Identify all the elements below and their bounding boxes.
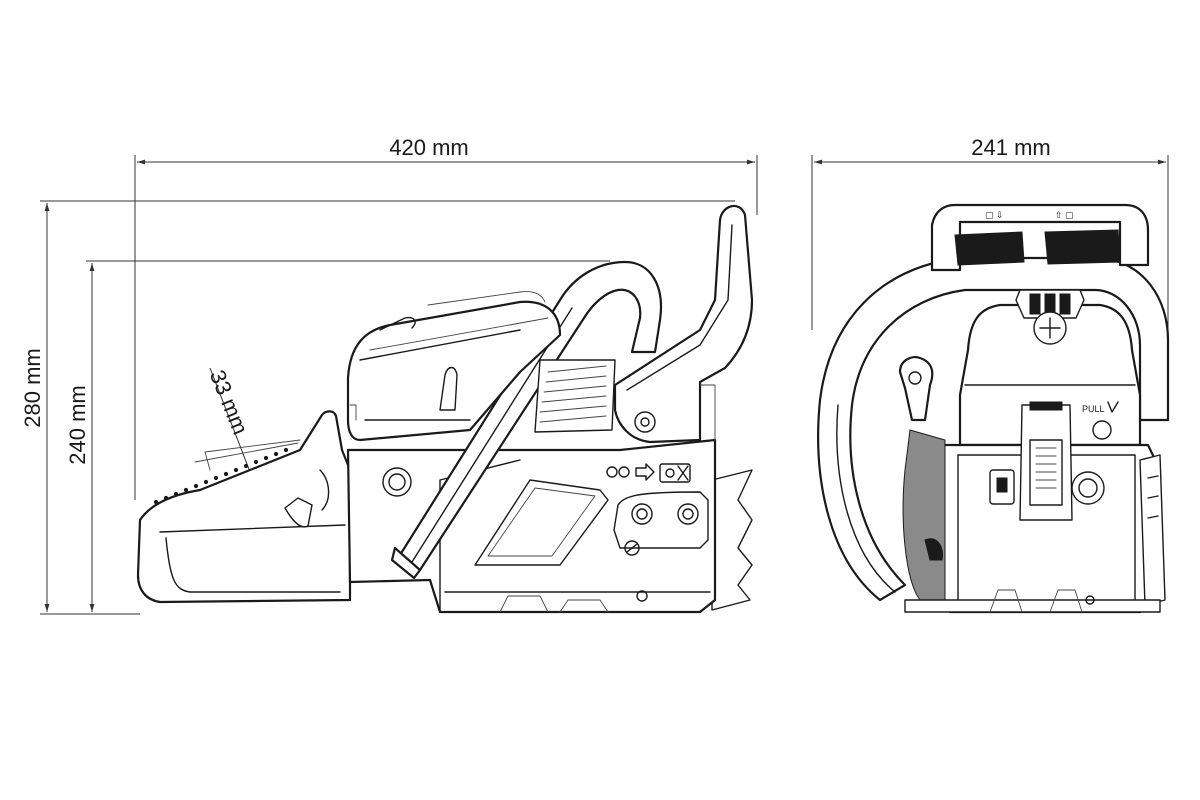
starter-grip (1029, 401, 1063, 411)
throttle-trigger (284, 497, 313, 528)
dimension-front-width: 241 mm (811, 135, 1169, 400)
svg-text:▢ ⇩: ▢ ⇩ (985, 210, 1004, 220)
front-top-cover (958, 303, 1142, 447)
brake-pad-right (1044, 229, 1121, 265)
front-hand-guard (930, 203, 1150, 272)
rear-handle (136, 410, 352, 604)
side-knob (898, 356, 934, 422)
primer-ribs (1035, 447, 1057, 489)
fuel-primer (1029, 439, 1063, 506)
side-muffler (902, 429, 946, 601)
front-handle-ring (817, 256, 1170, 602)
front-base (904, 599, 1161, 613)
screw-left (382, 467, 412, 497)
handle-end-cap (390, 546, 422, 580)
screw-guard (634, 411, 656, 433)
chainsaw-front-view: ▢ ⇩ ⇧ ▢ PULL (817, 203, 1170, 614)
dimension-side-length: 420 mm (134, 135, 758, 500)
oil-cap (1071, 471, 1105, 505)
clutch-cover (474, 479, 609, 566)
dimension-total-height: 280 mm (20, 200, 735, 615)
handle-diameter-label: 33 mm (205, 366, 253, 438)
bar-nut-1 (631, 503, 653, 525)
guide-bar-stub (711, 469, 753, 611)
hand-guard (613, 204, 754, 444)
chain-direction-symbols (606, 463, 691, 483)
brake-pad-left (954, 231, 1025, 266)
total-height-label: 280 mm (20, 348, 45, 427)
front-width-label: 241 mm (971, 135, 1050, 160)
pull-label: PULL (1082, 404, 1105, 414)
bar-mount-plate (613, 491, 709, 549)
dimension-body-height: 240 mm (65, 260, 610, 612)
grip-dots (153, 447, 289, 505)
tension-screw (624, 540, 640, 556)
chainsaw-side-view (136, 204, 754, 614)
cooling-fins (534, 359, 616, 433)
body-height-label: 240 mm (65, 385, 90, 464)
bar-nut-2 (677, 503, 699, 525)
choke-lever (439, 366, 458, 411)
side-length-label: 420 mm (389, 135, 468, 160)
front-handle-bar (398, 260, 663, 572)
svg-text:⇧ ▢: ⇧ ▢ (1055, 210, 1074, 220)
